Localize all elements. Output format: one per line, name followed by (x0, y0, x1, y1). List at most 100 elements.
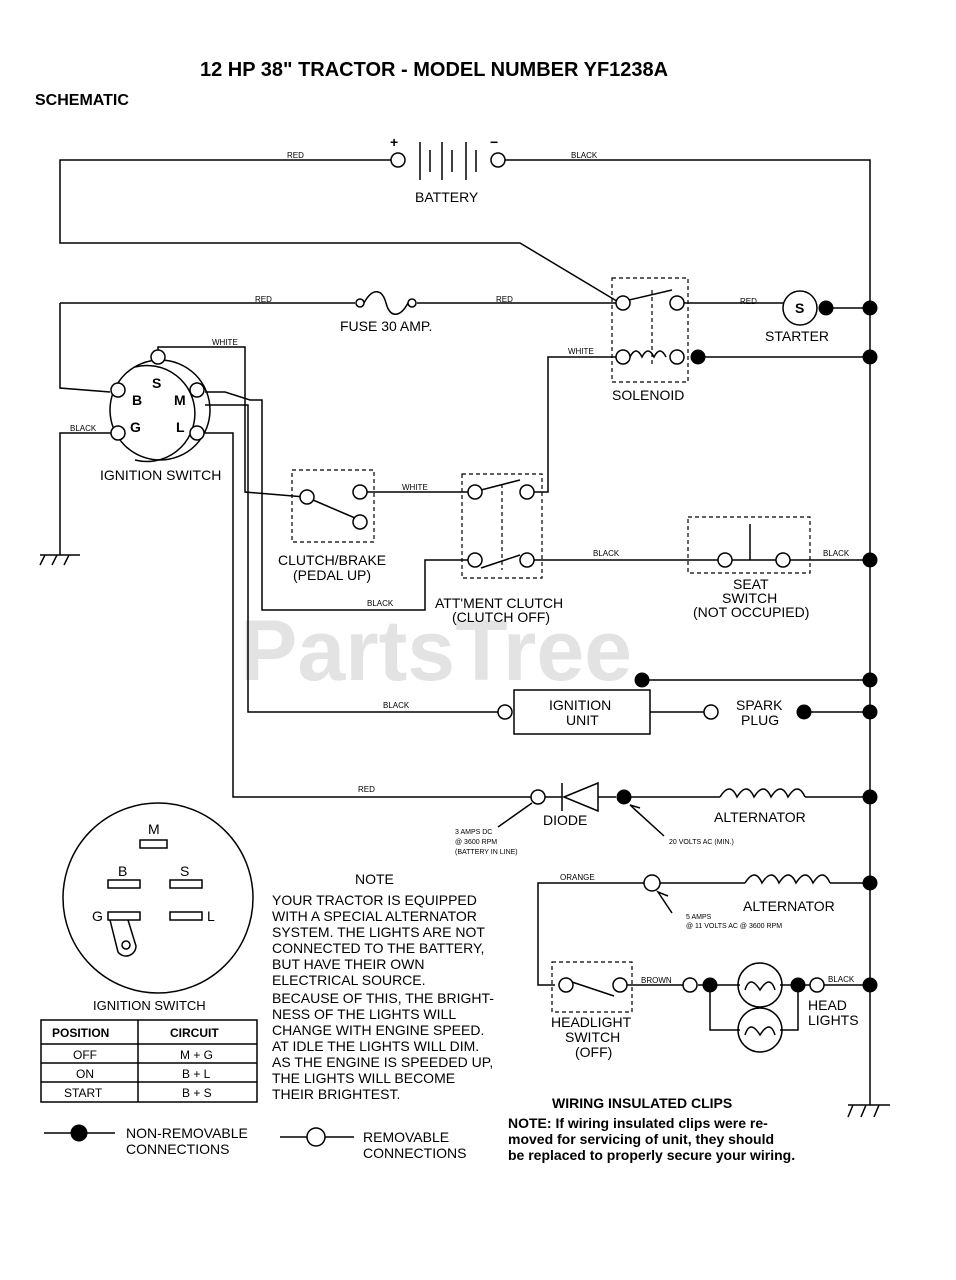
note-line: BUT HAVE THEIR OWN (272, 956, 424, 972)
note-line: BECAUSE OF THIS, THE BRIGHT- (272, 990, 494, 1006)
ignition-switch-diagram: M B S G L IGNITION SWITCH (62, 802, 254, 1013)
annotation-dc-2: @ 3600 RPM (455, 839, 497, 846)
wire-label-black-6: BLACK (383, 701, 410, 710)
wire-label-black-2: BLACK (70, 424, 97, 433)
note-line: CONNECTED TO THE BATTERY, (272, 940, 484, 956)
ignition-switch: S B M G L IGNITION SWITCH (100, 349, 221, 483)
alternator-note: NOTE YOUR TRACTOR IS EQUIPPED WITH A SPE… (272, 871, 494, 1102)
ign-term-b: B (132, 392, 142, 408)
spark-plug-label-1: SPARK (736, 697, 783, 713)
ign-term-g: G (130, 419, 141, 435)
annotation-dc-1: 3 AMPS DC (455, 829, 492, 836)
headlight-switch-label-2: SWITCH (565, 1029, 620, 1045)
clips-line: NOTE: If wiring insulated clips were re- (508, 1115, 768, 1131)
annotations: 3 AMPS DC @ 3600 RPM (BATTERY IN LINE) 2… (455, 829, 782, 930)
note-line: THEIR BRIGHTEST. (272, 1086, 400, 1102)
alternator-2-label: ALTERNATOR (743, 898, 835, 914)
solenoid-label: SOLENOID (612, 387, 684, 403)
note-line: THE LIGHTS WILL BECOME (272, 1070, 455, 1086)
note-line: NESS OF THE LIGHTS WILL (272, 1006, 456, 1022)
clutch-brake-switch: CLUTCH/BRAKE (PEDAL UP) (278, 469, 386, 583)
attachment-clutch-switch: ATT'MENT CLUTCH (CLUTCH OFF) (435, 473, 563, 625)
alternator-1: ALTERNATOR (714, 788, 806, 825)
note-line: ELECTRICAL SOURCE. (272, 972, 426, 988)
attach-clutch-label-2: (CLUTCH OFF) (452, 609, 550, 625)
clutch-brake-label-2: (PEDAL UP) (293, 567, 371, 583)
wire-label-brown: BROWN (641, 976, 672, 985)
wires (39, 159, 890, 1118)
wire-label-black-5: BLACK (367, 599, 394, 608)
sw-diag-l: L (207, 908, 215, 924)
legend-non-removable-1: NON-REMOVABLE (126, 1125, 248, 1141)
head-lights-label-1: HEAD (808, 997, 847, 1013)
legend-removable-1: REMOVABLE (363, 1129, 449, 1145)
solenoid: SOLENOID (611, 277, 706, 403)
note-line: WITH A SPECIAL ALTERNATOR (272, 908, 477, 924)
annotation-ac20: 20 VOLTS AC (MIN.) (669, 839, 734, 846)
wire-labels: RED BLACK RED RED RED WHITE WHITE WHITE … (70, 151, 855, 985)
table-header-position: POSITION (52, 1026, 109, 1040)
wire-label-red-4: RED (740, 297, 757, 306)
sw-diag-s: S (180, 863, 189, 879)
ignition-unit-label-2: UNIT (566, 712, 599, 728)
annotation-5amps-1: 5 AMPS (686, 914, 712, 921)
seat-switch: SEAT SWITCH (NOT OCCUPIED) (687, 516, 811, 620)
head-lights: HEAD LIGHTS (682, 962, 859, 1053)
clips-line: be replaced to properly secure your wiri… (508, 1147, 795, 1163)
table-cell: OFF (73, 1048, 97, 1062)
sw-diag-g: G (92, 908, 103, 924)
wire-label-white-1: WHITE (212, 338, 238, 347)
ign-term-s: S (152, 375, 161, 391)
sw-diag-b: B (118, 863, 127, 879)
ignition-unit-label-1: IGNITION (549, 697, 611, 713)
note-line: CHANGE WITH ENGINE SPEED. (272, 1022, 484, 1038)
note-line: SYSTEM. THE LIGHTS ARE NOT (272, 924, 485, 940)
attach-clutch-label-1: ATT'MENT CLUTCH (435, 595, 563, 611)
starter-s: S (795, 300, 804, 316)
table-header-circuit: CIRCUIT (170, 1026, 219, 1040)
battery-positive: + (390, 134, 398, 150)
table-cell: M + G (180, 1048, 213, 1062)
table-cell: ON (76, 1067, 94, 1081)
seat-switch-label-2: SWITCH (722, 590, 777, 606)
wire-label-black-7: BLACK (828, 975, 855, 984)
diode: DIODE (530, 781, 632, 828)
switch-position-table: POSITION CIRCUIT OFF M + G ON B + L STAR… (40, 1019, 258, 1103)
watermark: PartsTree (240, 603, 632, 699)
alternator-2: ALTERNATOR (643, 874, 835, 914)
wire-label-red-3: RED (496, 295, 513, 304)
sw-diag-title: IGNITION SWITCH (93, 998, 206, 1013)
clips-note: WIRING INSULATED CLIPS NOTE: If wiring i… (508, 1095, 795, 1163)
seat-switch-label-1: SEAT (733, 576, 769, 592)
note-line: AS THE ENGINE IS SPEEDED UP, (272, 1054, 493, 1070)
legend-removable-2: CONNECTIONS (363, 1145, 466, 1161)
wire-label-black-3: BLACK (593, 549, 620, 558)
headlight-switch-label-3: (OFF) (575, 1044, 612, 1060)
annotation-dc-3: (BATTERY IN LINE) (455, 849, 518, 856)
legend: NON-REMOVABLE CONNECTIONS REMOVABLE CONN… (44, 1124, 466, 1161)
battery: + − BATTERY (390, 134, 506, 205)
fuse: FUSE 30 AMP. (340, 291, 432, 334)
head-lights-label-2: LIGHTS (808, 1012, 859, 1028)
clips-line: moved for servicing of unit, they should (508, 1131, 774, 1147)
legend-non-removable-2: CONNECTIONS (126, 1141, 229, 1157)
note-heading: NOTE (355, 871, 394, 887)
note-line: YOUR TRACTOR IS EQUIPPED (272, 892, 477, 908)
spark-plug-label-2: PLUG (741, 712, 779, 728)
annotation-5amps-2: @ 11 VOLTS AC @ 3600 RPM (686, 923, 782, 930)
diode-label: DIODE (543, 812, 587, 828)
seat-switch-label-3: (NOT OCCUPIED) (693, 604, 809, 620)
alternator-1-label: ALTERNATOR (714, 809, 806, 825)
wire-label-black-4: BLACK (823, 549, 850, 558)
wire-label-orange: ORANGE (560, 873, 595, 882)
wire-label-white-2: WHITE (568, 347, 594, 356)
page-title: 12 HP 38" TRACTOR - MODEL NUMBER YF1238A (200, 59, 668, 81)
sw-diag-m: M (148, 821, 160, 837)
table-cell: START (64, 1086, 103, 1100)
page-subtitle: SCHEMATIC (35, 92, 129, 109)
battery-negative: − (490, 134, 498, 150)
starter: S STARTER (765, 290, 834, 344)
table-cell: B + S (182, 1086, 212, 1100)
ign-term-l: L (176, 419, 185, 435)
